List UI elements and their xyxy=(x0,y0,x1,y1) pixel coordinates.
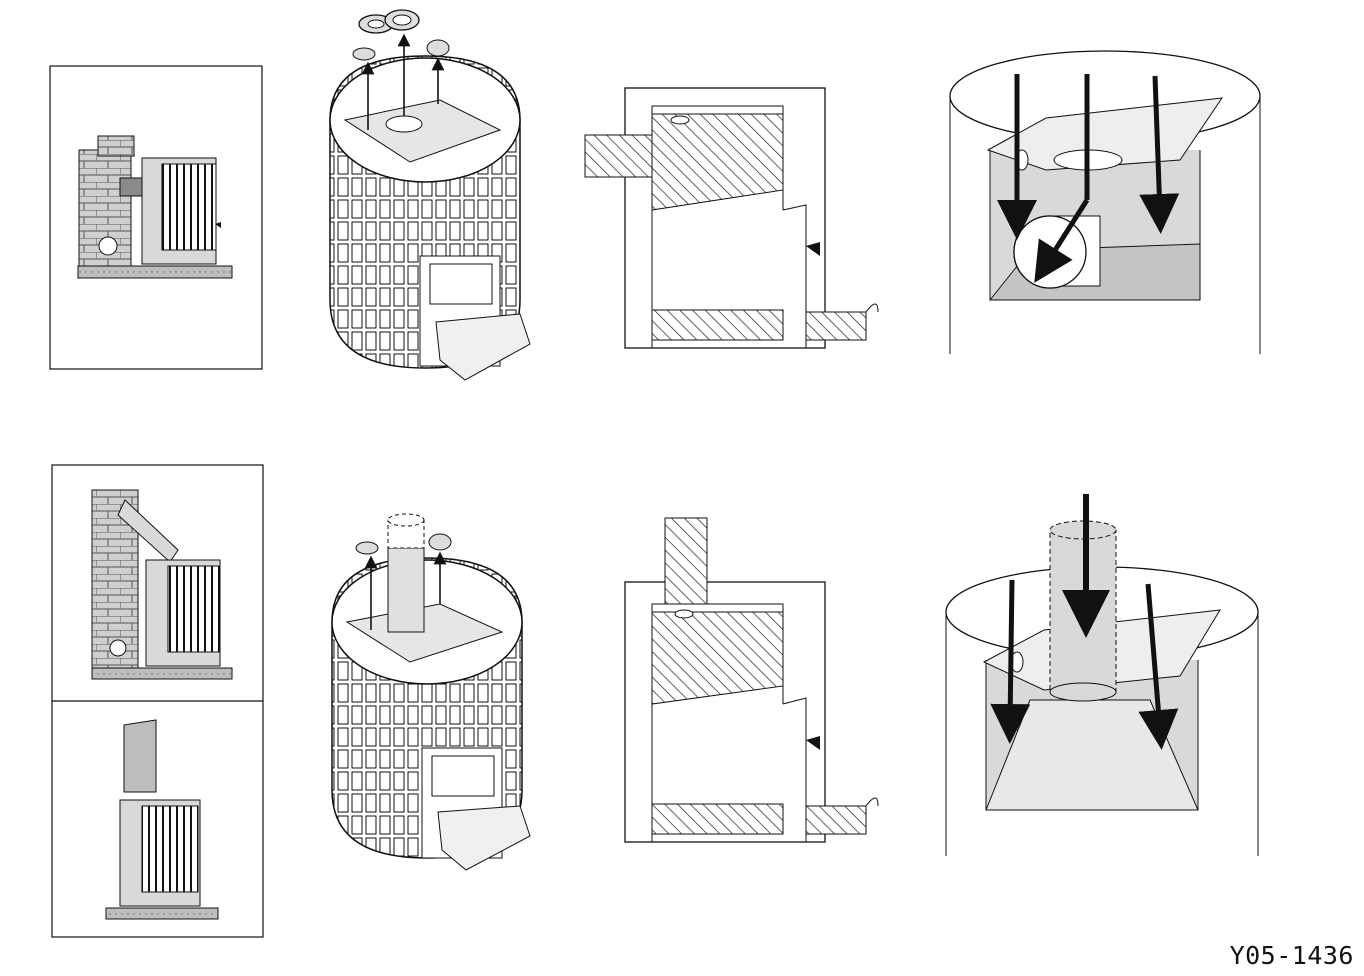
chimney-pipe-icon xyxy=(123,719,157,793)
section-top-connection xyxy=(624,517,879,843)
top-detail-rear-connection xyxy=(949,50,1261,354)
figure-code-label: Y05-1436 xyxy=(1229,941,1354,970)
heater-grille-icon xyxy=(167,565,221,653)
section-rear-connection xyxy=(584,87,879,349)
lever-icon xyxy=(806,242,820,256)
flue-pipe-icon xyxy=(119,177,145,197)
side-view-rear-connection xyxy=(49,65,263,370)
heater-exploded-top xyxy=(329,9,531,381)
heater-top-pipe xyxy=(331,513,531,871)
side-view-top-connection xyxy=(51,464,264,938)
lever-icon xyxy=(806,736,820,750)
top-detail-top-connection xyxy=(945,494,1259,856)
heater-grille-icon xyxy=(161,163,217,251)
cleanout-hatch-icon xyxy=(98,236,118,256)
